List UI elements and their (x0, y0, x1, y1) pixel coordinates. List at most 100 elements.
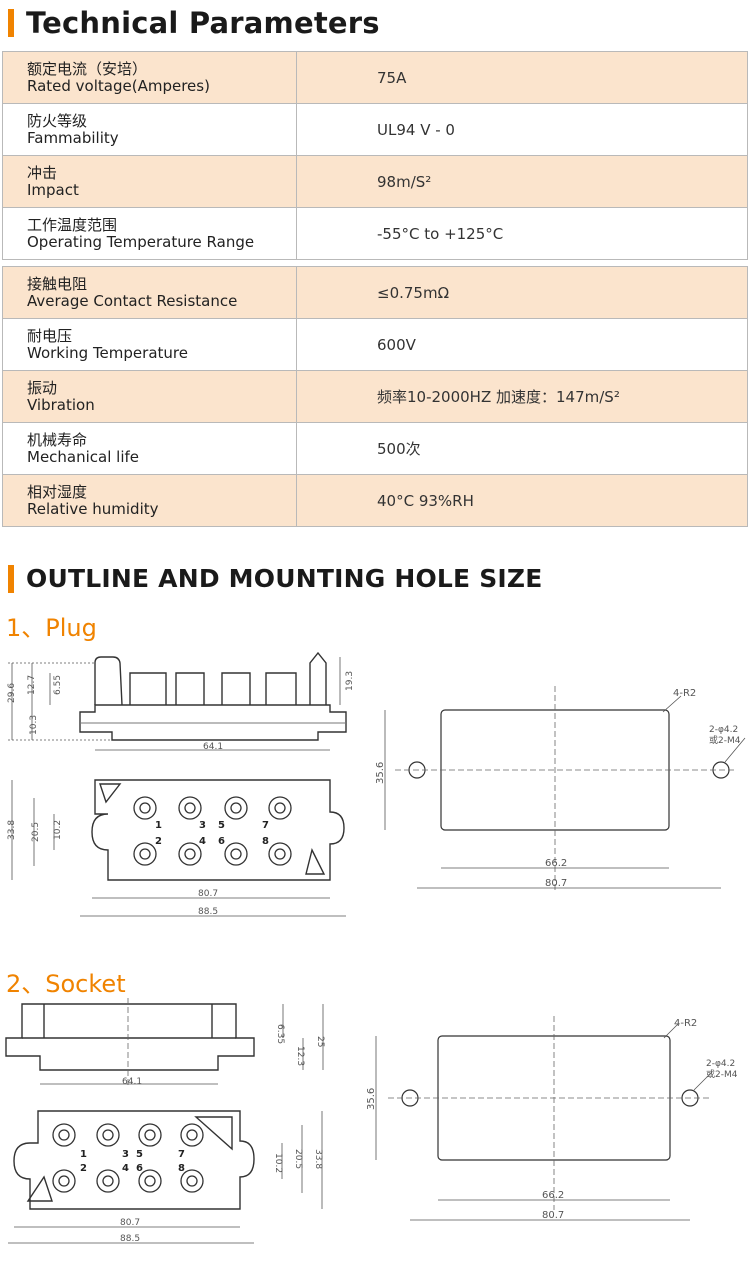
pin-label: 6 (136, 1163, 143, 1174)
hole-label: 2-φ4.2 (709, 725, 738, 735)
socket-front-view-drawing: 1 2 3 4 5 6 7 8 10.2 20.5 33.8 80.7 88.5 (8, 1110, 323, 1244)
pin-label: 6 (218, 836, 225, 847)
dim-66-2: 66.2 (542, 1190, 564, 1201)
socket-side-view-drawing: 6.35 12.3 25 64.1 (5, 998, 325, 1088)
heading-accent-bar (8, 564, 14, 593)
pin-label: 4 (122, 1163, 129, 1174)
dim-80-7: 80.7 (120, 1218, 140, 1228)
dim-35-6: 35.6 (366, 1088, 377, 1110)
param-value: 频率10-2000HZ 加速度：147m/S² (296, 370, 748, 423)
param-label-en: Rated voltage(Amperes) (27, 76, 210, 95)
dim-80-7: 80.7 (545, 878, 567, 889)
table-row: 额定电流（安培）Rated voltage(Amperes) 75A (2, 51, 748, 104)
param-label-zh: 冲击 (27, 163, 58, 182)
pin-label: 8 (178, 1163, 185, 1174)
dim-10-2: 10.2 (53, 820, 63, 840)
hole-label-2: 或2-M4 (709, 734, 741, 746)
pin-label: 3 (199, 820, 206, 831)
plug-front-view-drawing: 1 2 3 4 5 6 7 8 33.8 20.5 10.2 80.7 88.5 (7, 779, 346, 917)
param-value: -55°C to +125°C (296, 207, 748, 260)
hole-label: 2-φ4.2 (706, 1059, 735, 1069)
dim-64-1: 64.1 (203, 742, 223, 752)
pin-label: 3 (122, 1149, 129, 1160)
param-value: UL94 V - 0 (296, 103, 748, 156)
param-value: 600V (296, 318, 748, 371)
param-value: 98m/S² (296, 155, 748, 208)
param-label-en: Average Contact Resistance (27, 291, 238, 310)
param-label-en: Relative humidity (27, 499, 159, 518)
dim-20-5: 20.5 (293, 1149, 303, 1169)
dim-12-3: 12.3 (295, 1046, 305, 1066)
dim-80-7: 80.7 (198, 889, 218, 899)
dim-35-6: 35.6 (375, 762, 386, 784)
pin-label: 2 (80, 1163, 87, 1174)
pin-label: 7 (262, 820, 269, 831)
pin-label: 1 (80, 1149, 87, 1160)
hole-label-2: 或2-M4 (706, 1068, 738, 1080)
dim-12-7: 12.7 (27, 675, 37, 695)
plug-title: 1、Plug (6, 614, 97, 642)
param-label-en: Working Temperature (27, 343, 188, 362)
pin-label: 5 (218, 820, 225, 831)
param-value: 75A (296, 51, 748, 104)
dim-6-35: 6.35 (275, 1024, 285, 1044)
param-label: 额定电流（安培）Rated voltage(Amperes) (2, 51, 297, 104)
param-label-zh: 振动 (27, 378, 58, 397)
pin-label: 8 (262, 836, 269, 847)
plug-side-view-drawing: 29.6 12.7 6.55 10.3 19.3 64.1 (7, 651, 355, 752)
radius-label: 4-R2 (674, 1018, 697, 1029)
dim-88-5: 88.5 (198, 907, 218, 917)
outline-title: OUTLINE AND MOUNTING HOLE SIZE (26, 564, 543, 593)
dim-20-5: 20.5 (31, 822, 41, 842)
pin-label: 5 (136, 1149, 143, 1160)
pin-label: 1 (155, 820, 162, 831)
dim-33-8: 33.8 (313, 1149, 323, 1169)
param-label-zh: 机械寿命 (27, 430, 88, 449)
param-label-en: Operating Temperature Range (27, 232, 255, 251)
param-label-en: Impact (27, 180, 79, 199)
dim-64-1: 64.1 (122, 1077, 142, 1087)
param-label-en: Mechanical life (27, 447, 140, 466)
socket-mounting-hole-drawing: 35.6 66.2 80.7 4-R2 2-φ4.2 或2-M4 (366, 1016, 738, 1221)
param-label-zh: 接触电阻 (27, 274, 88, 293)
dim-19-3: 19.3 (345, 671, 355, 691)
dim-29-6: 29.6 (7, 683, 17, 703)
dim-66-2: 66.2 (545, 858, 567, 869)
dim-33-8: 33.8 (7, 820, 17, 840)
technical-parameters-title: Technical Parameters (26, 6, 380, 40)
technical-parameters-heading: Technical Parameters (8, 6, 380, 40)
param-value: 40°C 93%RH (296, 474, 748, 527)
dim-25: 25 (315, 1036, 325, 1047)
param-label-zh: 额定电流（安培） (27, 59, 148, 78)
pin-label: 4 (199, 836, 206, 847)
param-label-en: Fammability (27, 128, 119, 147)
param-label-zh: 耐电压 (27, 326, 73, 345)
param-label-zh: 相对湿度 (27, 482, 88, 501)
dim-10-2: 10.2 (273, 1153, 283, 1173)
plug-mounting-hole-drawing: 35.6 66.2 80.7 4-R2 2-φ4.2 或2-M4 (375, 686, 746, 890)
pin-label: 2 (155, 836, 162, 847)
param-label-zh: 工作温度范围 (27, 215, 118, 234)
dim-88-5: 88.5 (120, 1234, 140, 1244)
dim-10-3: 10.3 (29, 715, 39, 735)
outline-heading: OUTLINE AND MOUNTING HOLE SIZE (8, 564, 543, 593)
pin-label: 7 (178, 1149, 185, 1160)
radius-label: 4-R2 (673, 688, 696, 699)
dim-6-55: 6.55 (53, 675, 63, 695)
